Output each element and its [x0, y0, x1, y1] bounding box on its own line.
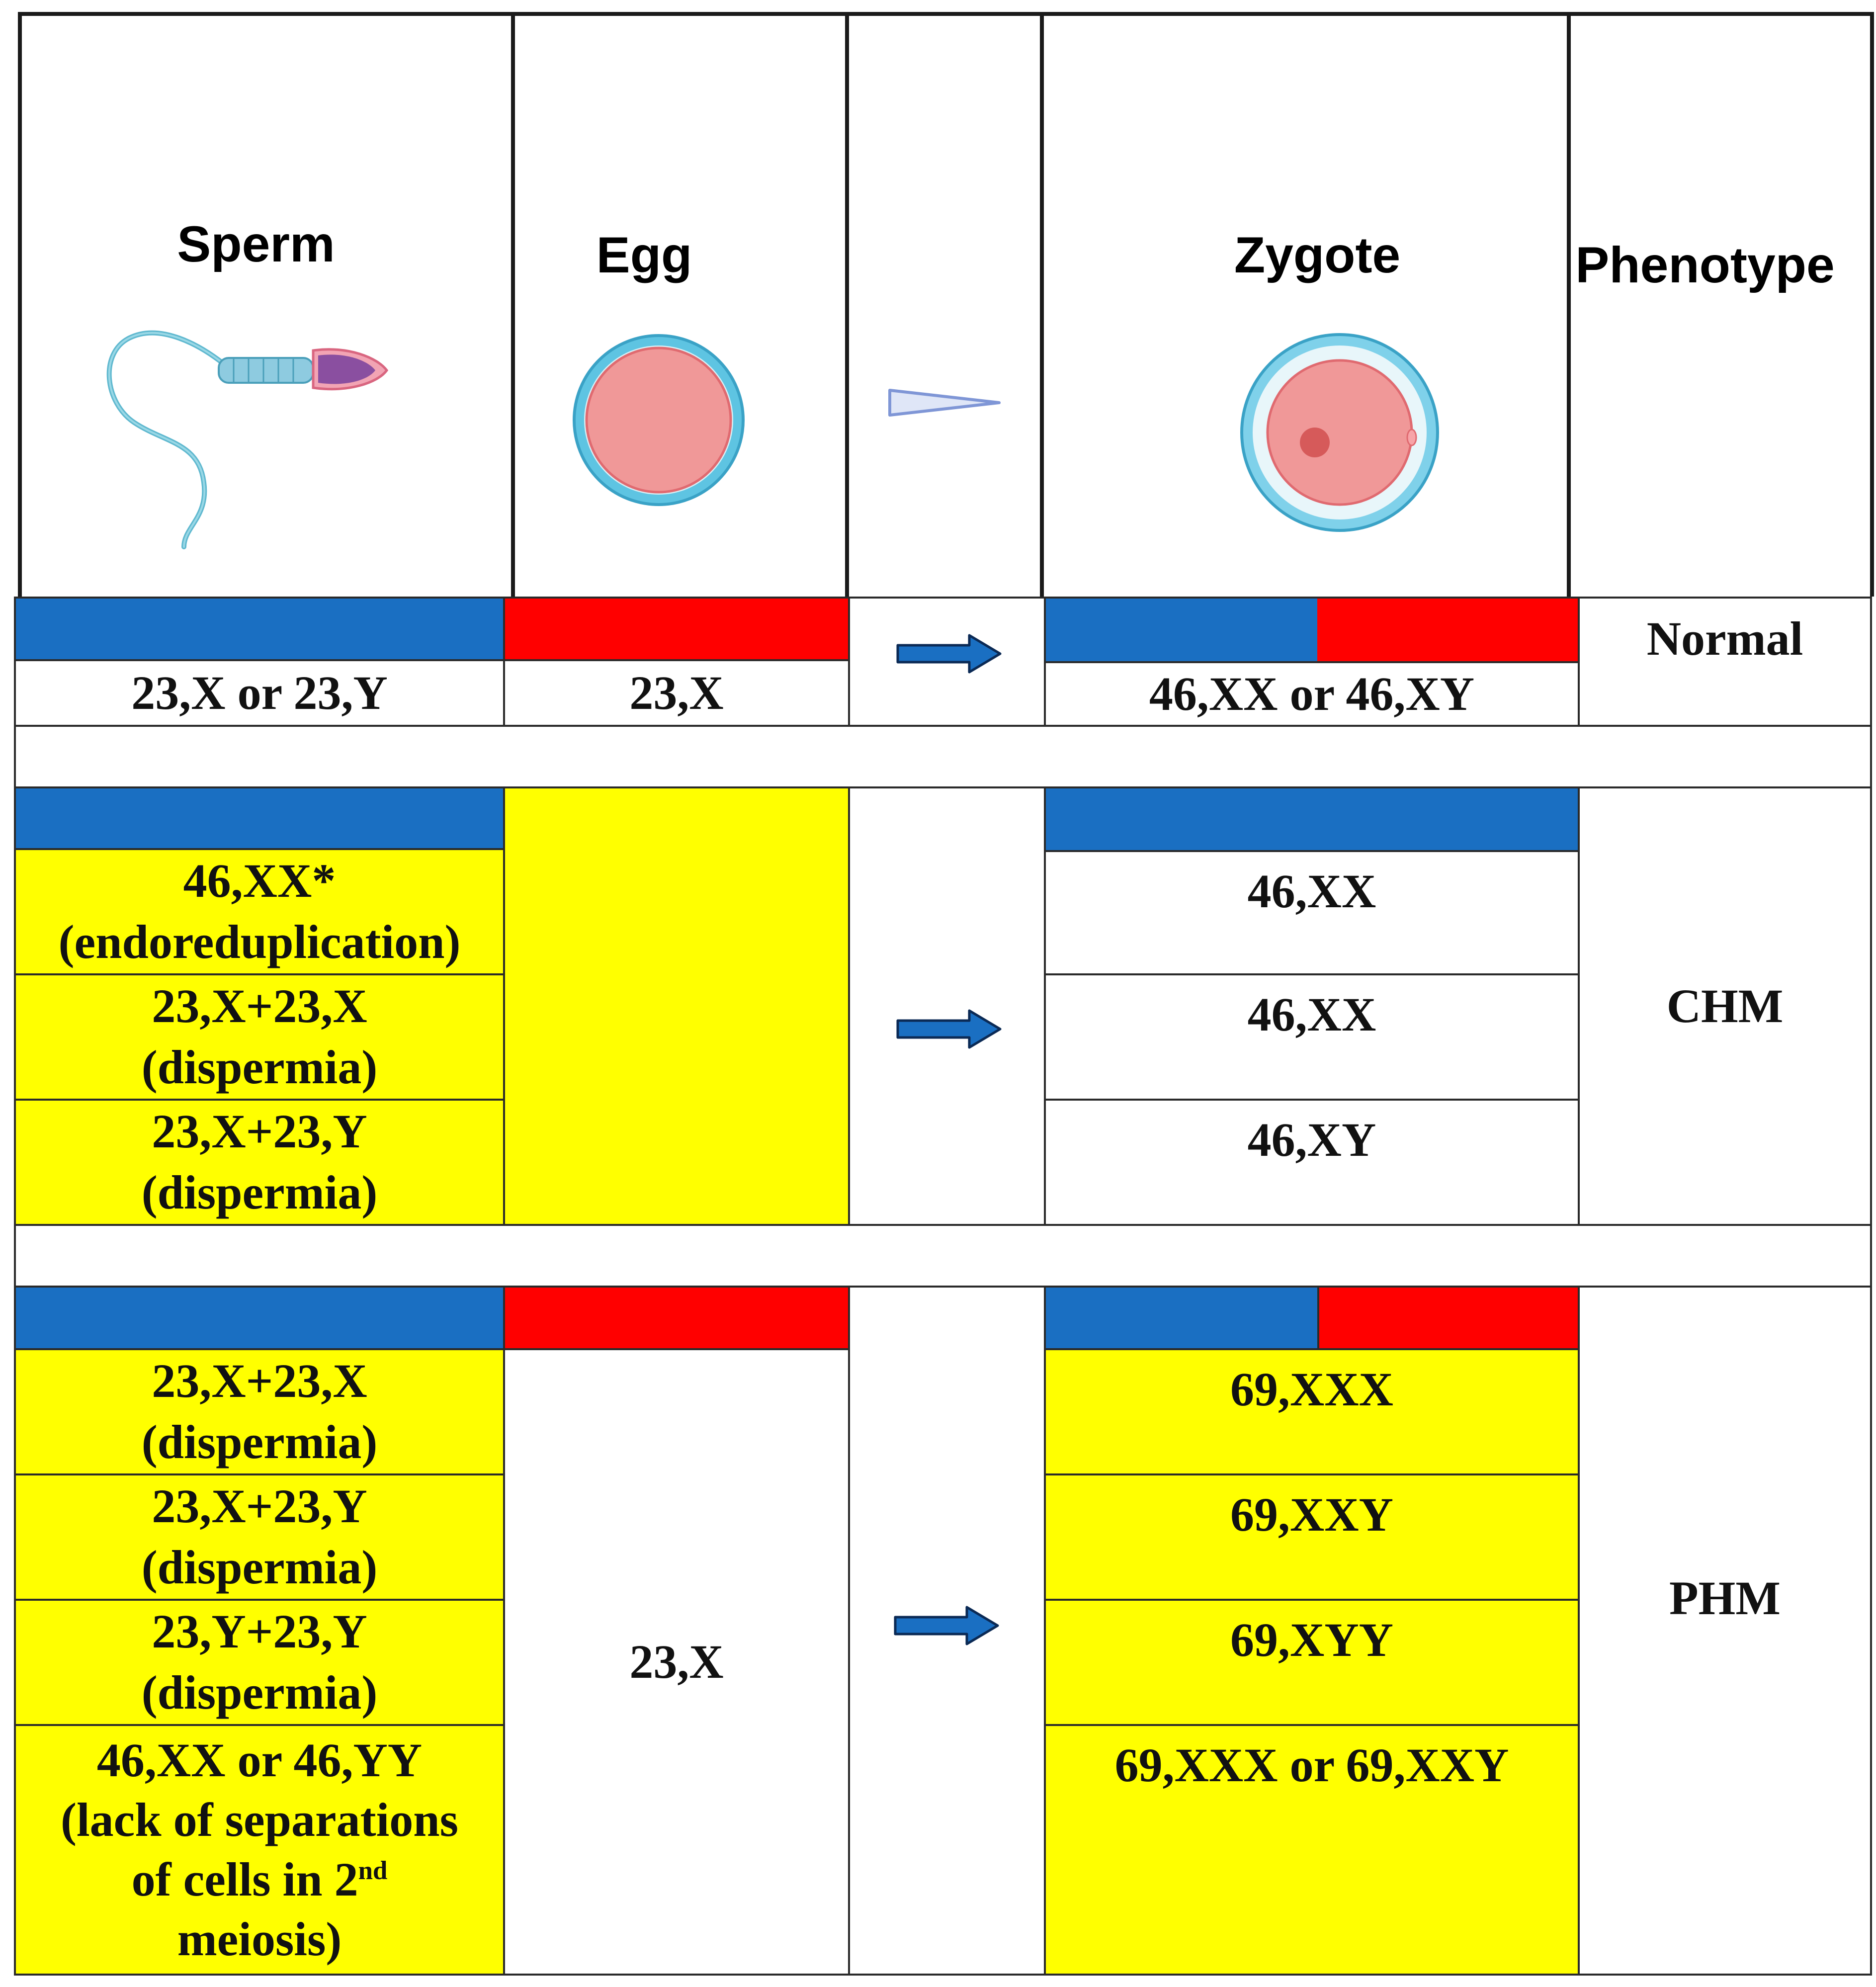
zygote-header-label: Zygote — [1234, 227, 1401, 283]
chm-sperm-karyotype: 23,X+23,Y — [152, 1105, 367, 1158]
paternal-bar — [1044, 786, 1580, 852]
phm-phenotype-cell: PHM — [1578, 1286, 1872, 1976]
right-arrow-icon — [894, 1606, 999, 1645]
normal-egg-cell: 23,X — [503, 659, 850, 727]
phm-sperm-note: (lack of separations — [61, 1793, 458, 1846]
chm-zygote-text: 46,XX — [1247, 864, 1376, 918]
chm-zygote-cell: 46,XY — [1044, 1099, 1580, 1226]
row-spacer — [14, 725, 1872, 788]
chm-sperm-cell: 23,X+23,X (dispermia) — [14, 973, 505, 1101]
maternal-bar — [503, 1286, 850, 1350]
egg-header-label: Egg — [596, 227, 692, 283]
phm-sperm-karyotype: 23,Y+23,Y — [152, 1605, 367, 1658]
chm-sperm-note: (endoreduplication) — [58, 915, 461, 968]
phm-egg-text: 23,X — [629, 1635, 724, 1688]
phm-sperm-cell: 23,X+23,X (dispermia) — [14, 1348, 505, 1475]
phm-zygote-text: 69,XXX — [1230, 1363, 1393, 1416]
row-spacer — [14, 1224, 1872, 1288]
phm-sperm-note-sup: nd — [358, 1856, 388, 1885]
right-arrow-icon — [896, 634, 1002, 674]
phm-zygote-cell: 69,XXX — [1044, 1348, 1580, 1475]
phm-zygote-cell: 69,XYY — [1044, 1599, 1580, 1726]
chm-zygote-text: 46,XY — [1247, 1113, 1376, 1166]
chm-sperm-cell: 46,XX* (endoreduplication) — [14, 848, 505, 975]
paternal-bar — [1046, 599, 1317, 661]
phm-sperm-cell: 23,Y+23,Y (dispermia) — [14, 1599, 505, 1726]
chm-sperm-cell: 23,X+23,Y (dispermia) — [14, 1099, 505, 1226]
chm-phenotype-text: CHM — [1666, 979, 1784, 1033]
header-row: Sperm Egg Zygote Phenotype — [0, 0, 1876, 597]
phm-sperm-note: (dispermia) — [141, 1666, 378, 1719]
chm-zygote-text: 46,XX — [1247, 988, 1376, 1041]
maternal-bar — [505, 599, 848, 659]
phm-sperm-note: of cells in 2 — [131, 1853, 358, 1906]
maternal-bar — [1317, 599, 1578, 661]
right-arrow-icon — [896, 1009, 1002, 1049]
phm-zygote-text: 69,XXX or 69,XXY — [1114, 1738, 1509, 1792]
paternal-bar — [14, 1286, 505, 1350]
sperm-header-label: Sperm — [177, 216, 335, 272]
normal-zygote-text: 46,XX or 46,XY — [1149, 667, 1475, 720]
phm-sperm-karyotype: 46,XX or 46,YY — [96, 1733, 423, 1787]
chm-zygote-cell: 46,XX — [1044, 850, 1580, 975]
normal-sperm-text: 23,X or 23,Y — [131, 666, 388, 719]
chm-egg-empty-cell — [503, 786, 850, 1226]
zygote-cell-icon — [1240, 333, 1439, 532]
normal-phenotype-cell: Normal — [1578, 597, 1872, 727]
chm-sperm-karyotype: 23,X+23,X — [152, 979, 367, 1033]
phm-sperm-cell: 23,X+23,Y (dispermia) — [14, 1473, 505, 1601]
phm-sperm-karyotype: 23,X+23,X — [152, 1354, 367, 1408]
sperm-cell-icon — [106, 330, 389, 549]
phm-zygote-cell: 69,XXY — [1044, 1473, 1580, 1601]
chm-sperm-karyotype: 46,XX* — [183, 854, 336, 908]
phm-sperm-karyotype: 23,X+23,Y — [152, 1479, 367, 1533]
normal-zygote-cell: 46,XX or 46,XY — [1044, 661, 1580, 727]
egg-cell-icon — [573, 334, 745, 506]
phm-zygote-text: 69,XXY — [1230, 1488, 1393, 1541]
phm-egg-cell: 23,X — [503, 1348, 850, 1976]
phenotype-header-label: Phenotype — [1575, 237, 1835, 293]
paternal-bar — [14, 786, 505, 850]
phm-zygote-cell: 69,XXX or 69,XXY — [1044, 1724, 1580, 1976]
normal-sperm-cell: 23,X or 23,Y — [14, 659, 505, 727]
paternal-bar — [16, 599, 503, 659]
chm-zygote-cell: 46,XX — [1044, 973, 1580, 1101]
phm-sperm-note: (dispermia) — [141, 1415, 378, 1469]
phm-sperm-note: (dispermia) — [141, 1541, 378, 1594]
maternal-bar — [1317, 1286, 1580, 1350]
paternal-bar — [1044, 1286, 1319, 1350]
chm-sperm-note: (dispermia) — [141, 1040, 378, 1094]
chm-phenotype-cell: CHM — [1578, 786, 1872, 1226]
fertilization-pointer-icon — [888, 389, 1001, 417]
phm-phenotype-text: PHM — [1669, 1571, 1781, 1625]
phm-sperm-cell: 46,XX or 46,YY (lack of separations of c… — [14, 1724, 505, 1976]
normal-egg-text: 23,X — [629, 666, 724, 719]
phm-zygote-text: 69,XYY — [1230, 1613, 1393, 1666]
normal-phenotype-text: Normal — [1646, 612, 1803, 665]
phm-sperm-note: meiosis) — [177, 1912, 342, 1966]
chm-sperm-note: (dispermia) — [141, 1166, 378, 1219]
